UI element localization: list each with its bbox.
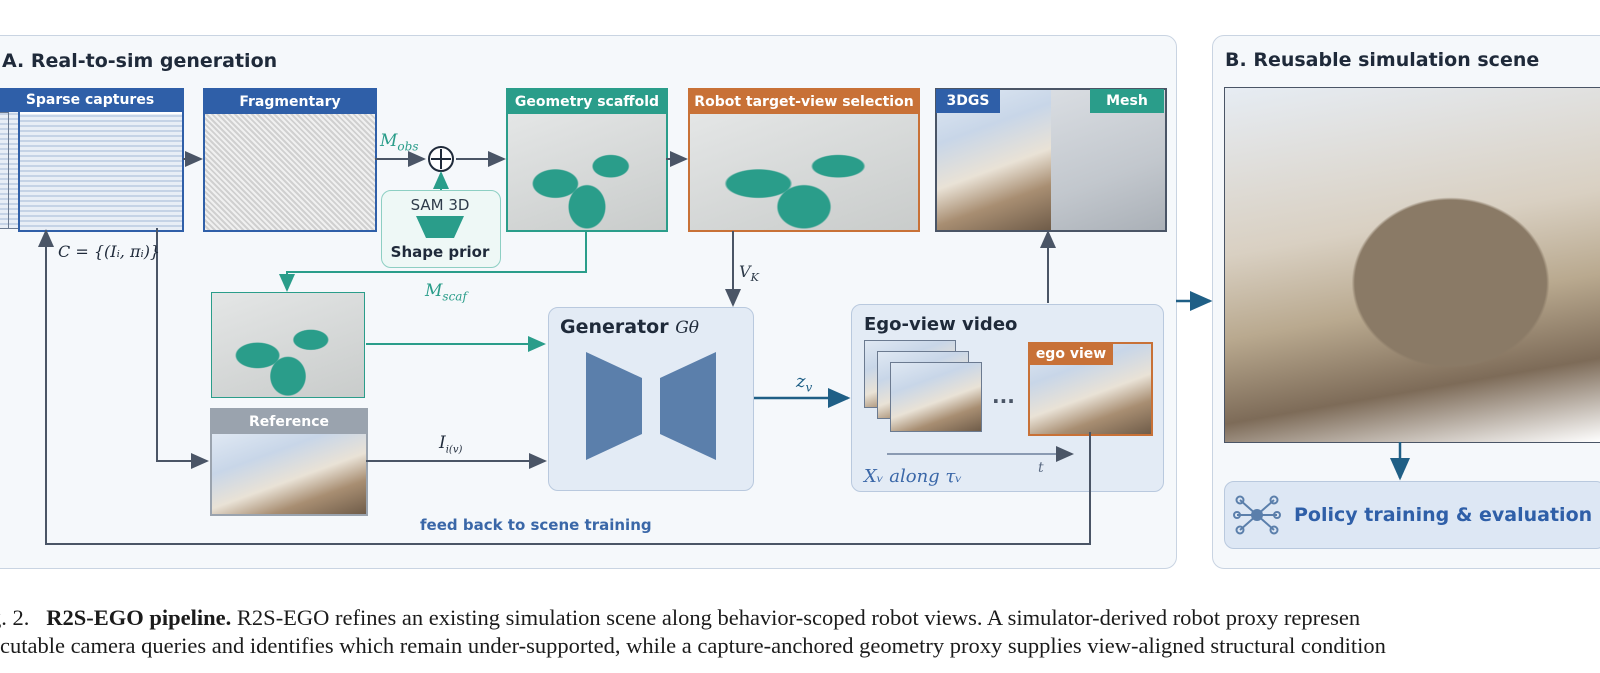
generator-symbol: Gθ (675, 318, 700, 338)
generator-box (548, 307, 754, 491)
robot-target-view-label: Robot target-view selection (690, 90, 918, 114)
ego-frame-3 (890, 362, 982, 432)
geometry-scaffold-card: Geometry scaffold (506, 88, 668, 232)
xv-label: Xᵥ along τᵥ (864, 466, 963, 487)
fragmentary-geometry-card: Fragmentary geometry (203, 88, 377, 232)
t-label: t (1038, 460, 1044, 476)
sparse-captures-label: Sparse captures (0, 88, 182, 112)
capture-set-label: C = {(Iᵢ, πᵢ)} (58, 242, 161, 261)
figure-caption: g. 2. R2S-EGO pipeline. R2S-EGO refines … (0, 605, 1386, 658)
mesh-label: Mesh (1090, 89, 1164, 113)
i-v-label: Ii(v) (439, 433, 463, 456)
policy-box[interactable] (1224, 481, 1600, 549)
gs-label: 3DGS (936, 89, 1000, 113)
sam-label: SAM 3D (410, 196, 470, 214)
ego-dots: ... (992, 384, 1015, 408)
shape-prior-label: Shape prior (390, 243, 490, 261)
generator-label: Generator Gθ (560, 316, 700, 338)
feedback-label: feed back to scene training (420, 516, 652, 534)
gs-mesh-card (935, 88, 1167, 232)
geometry-scaffold-label: Geometry scaffold (508, 90, 666, 114)
policy-label: Policy training & evaluation (1294, 504, 1593, 526)
reference-card: Reference (210, 408, 368, 516)
generator-icon (586, 352, 716, 460)
shape-prior-icon (416, 216, 464, 238)
network-icon (1233, 495, 1281, 535)
ego-video-title: Ego-view video (864, 314, 1018, 335)
robot-target-view-card: Robot target-view selection (688, 88, 920, 232)
m-obs-label: Mobs (380, 131, 419, 154)
connector-layer (38, 146, 1410, 545)
simulation-scene-image (1224, 87, 1600, 443)
v-k-label: VK (739, 262, 759, 285)
scaffold-render-image (211, 292, 365, 398)
reference-label: Reference (212, 410, 366, 434)
panel-a-title: A. Real-to-sim generation (2, 50, 278, 72)
z-v-label: zv (796, 371, 813, 395)
ego-view-label: ego view (1029, 343, 1113, 365)
m-scaf-label: Mscaf (425, 281, 467, 304)
panel-b-title: B. Reusable simulation scene (1225, 49, 1540, 71)
